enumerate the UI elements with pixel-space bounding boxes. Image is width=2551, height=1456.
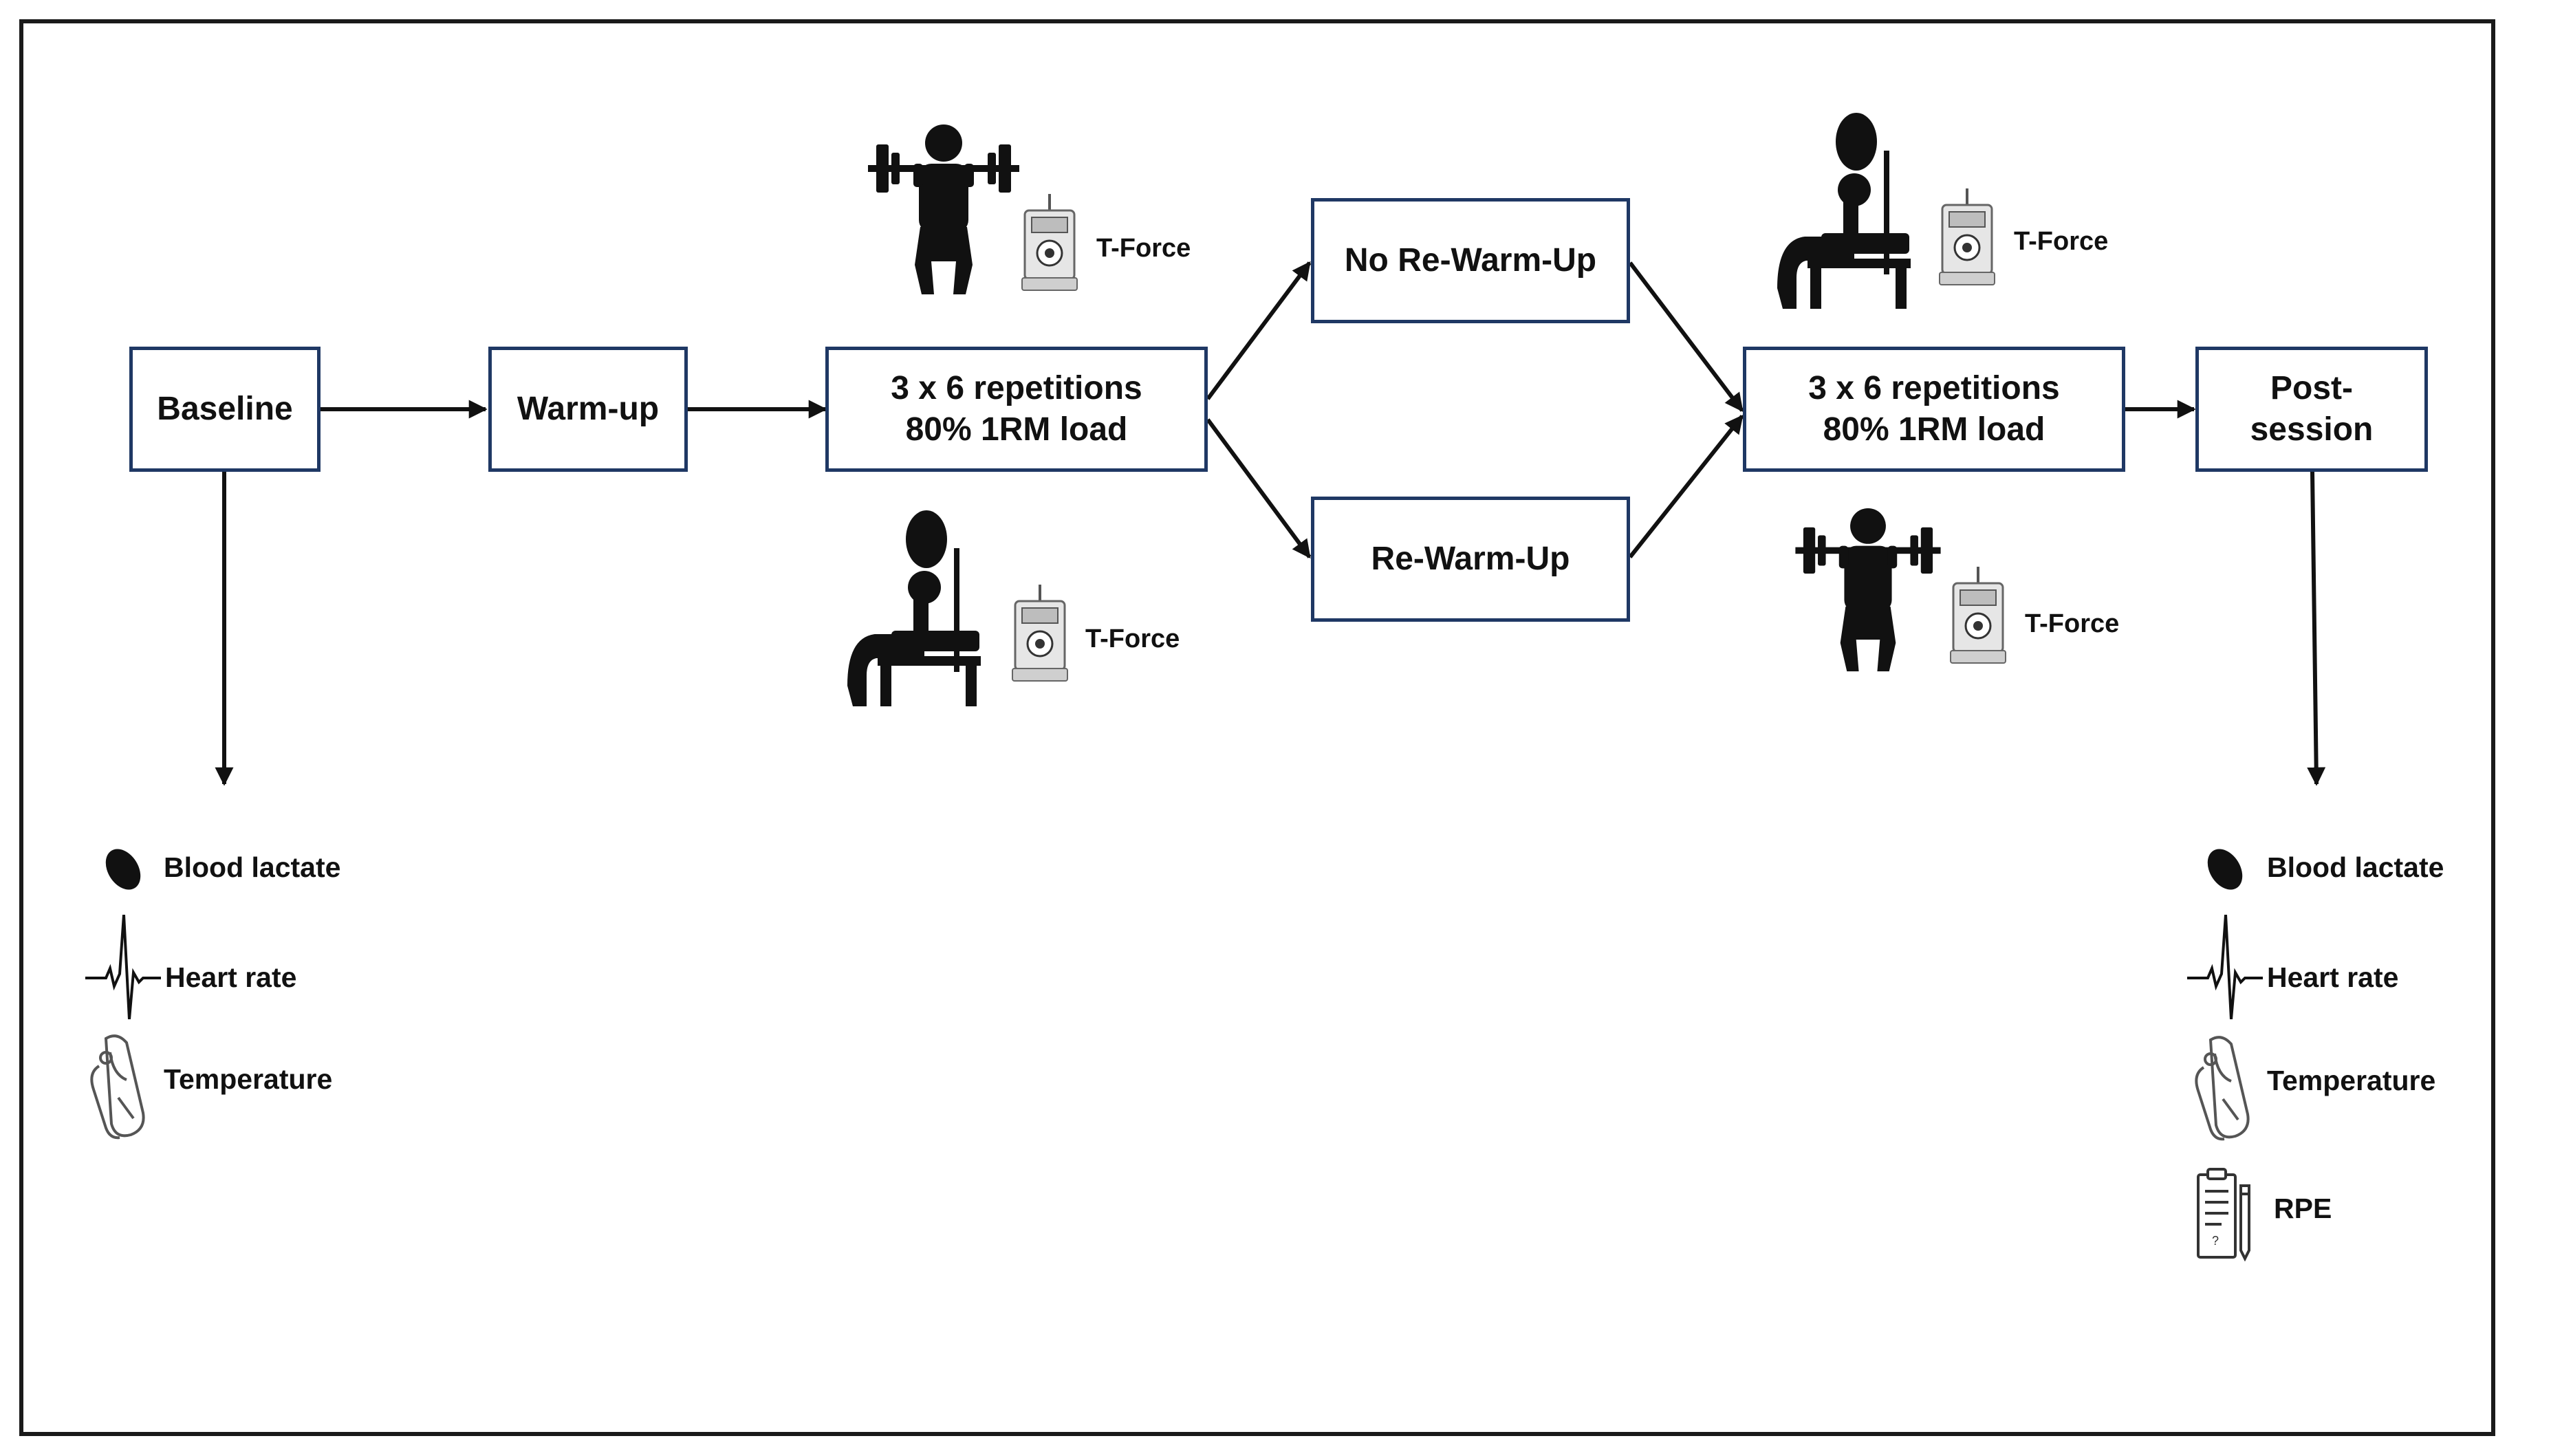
t-force-label: T-Force [1096, 234, 1191, 263]
t-force-device-icon [1939, 188, 1995, 285]
thermometer-icon [2195, 1036, 2250, 1141]
bench-press-icon [1777, 113, 1911, 309]
diagram-frame [19, 19, 2495, 1436]
blood-drop-icon [2207, 849, 2243, 890]
arrow-no-rewarmup-to-set2 [1628, 261, 1744, 413]
t-force-device-icon [1012, 585, 1068, 682]
measure-label-rpe: RPE [2274, 1193, 2332, 1224]
arrow-post-down [2307, 471, 2326, 786]
measure-label-blood-lactate: Blood lactate [2267, 851, 2444, 883]
box-no-rewarmup: No Re-Warm-Up [1311, 198, 1630, 323]
squat-icon [1795, 508, 1941, 672]
thermometer-icon [90, 1034, 145, 1140]
t-force-label: T-Force [1085, 624, 1180, 653]
measure-label-heart-rate: Heart rate [165, 961, 297, 993]
box-warmup: Warm-up [488, 347, 688, 472]
box-set2: 3 x 6 repetitions 80% 1RM load [1743, 347, 2125, 472]
t-force-label: T-Force [2014, 227, 2109, 256]
box-baseline: Baseline [129, 347, 321, 472]
t-force-device-icon [1021, 194, 1078, 291]
t-force-device-icon [1950, 567, 2006, 664]
measure-label-blood-lactate: Blood lactate [164, 851, 341, 883]
heartbeat-icon [2187, 915, 2263, 1019]
clipboard-icon: ? [2197, 1168, 2250, 1261]
measure-label-heart-rate: Heart rate [2267, 961, 2399, 993]
squat-icon [868, 124, 1019, 294]
arrow-rewarmup-to-set2 [1628, 414, 1744, 558]
box-set1: 3 x 6 repetitions 80% 1RM load [825, 347, 1208, 472]
box-rewarmup: Re-Warm-Up [1311, 497, 1630, 622]
measure-label-temperature: Temperature [2267, 1065, 2436, 1096]
t-force-label: T-Force [2025, 609, 2120, 638]
bench-press-icon [847, 510, 981, 706]
box-post-session: Post- session [2195, 347, 2428, 472]
blood-drop-icon [105, 849, 141, 890]
heartbeat-icon [85, 915, 161, 1019]
measure-label-temperature: Temperature [164, 1063, 333, 1095]
arrow-set1-to-no-rewarmup [1206, 261, 1312, 400]
svg-text:?: ? [2212, 1234, 2219, 1248]
arrow-set1-to-rewarmup [1206, 418, 1312, 559]
